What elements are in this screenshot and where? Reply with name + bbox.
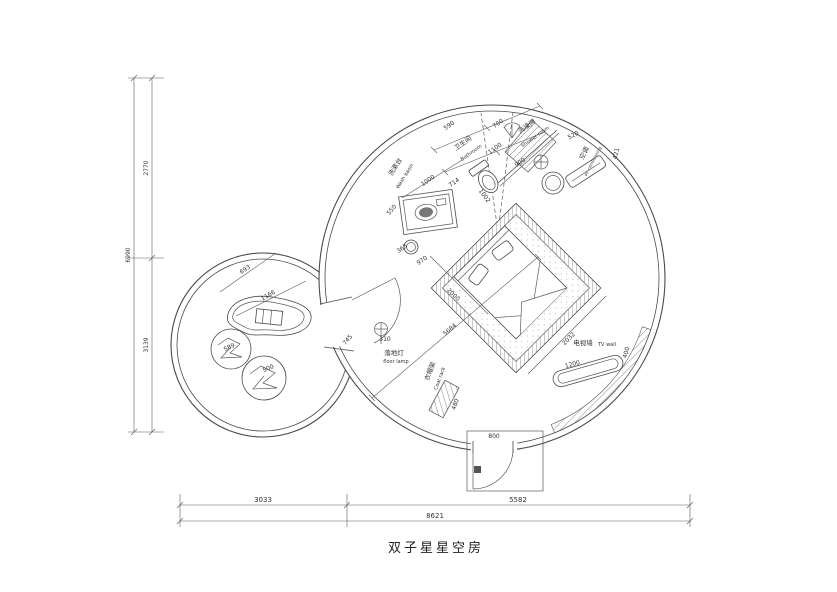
shower-head-icon bbox=[503, 122, 521, 139]
dim-1200: 1200 bbox=[564, 359, 581, 370]
dim-tick bbox=[686, 517, 694, 525]
entry-door bbox=[466, 430, 544, 492]
dim-tick bbox=[368, 394, 376, 402]
headboard bbox=[453, 225, 510, 282]
bed-dimension-lines bbox=[368, 253, 607, 402]
sink-drain bbox=[419, 207, 433, 218]
small-room-furniture bbox=[210, 252, 312, 401]
dim-480: 480 bbox=[450, 398, 461, 411]
bed-platform bbox=[430, 202, 602, 374]
dim-tick bbox=[148, 428, 156, 436]
dim-tick bbox=[541, 128, 549, 136]
dim-589: 589 bbox=[223, 342, 237, 353]
table-tray bbox=[254, 308, 284, 326]
dim-tick bbox=[176, 517, 184, 525]
door-swing-passage bbox=[373, 277, 401, 344]
dim-tick bbox=[130, 74, 138, 82]
dim-3033: 3033 bbox=[254, 496, 272, 504]
dim-tick bbox=[534, 253, 542, 261]
floor-lamp bbox=[374, 322, 388, 344]
dim-2770: 2770 bbox=[143, 160, 150, 175]
wall-opening-mask bbox=[311, 301, 357, 347]
passage-wall-top bbox=[319, 296, 353, 305]
dim-tick bbox=[686, 501, 694, 509]
air-conditioner bbox=[565, 155, 607, 188]
round-side-table bbox=[541, 171, 565, 195]
counter-inner bbox=[402, 193, 454, 231]
dim-800: 800 bbox=[488, 433, 500, 440]
passage-wall-bottom bbox=[323, 346, 355, 352]
label-tvwall-cn: 电视墙 bbox=[573, 338, 593, 347]
sink-bowl bbox=[414, 203, 438, 221]
left-dimensions: 2770 3139 6990 bbox=[125, 74, 164, 436]
dim-tick bbox=[441, 168, 449, 176]
room-junction-passage bbox=[311, 277, 401, 352]
dim-3139: 3139 bbox=[143, 337, 150, 352]
pillow bbox=[491, 240, 514, 261]
toilet-tank bbox=[468, 159, 489, 177]
kidney-table-inner bbox=[232, 300, 305, 331]
small-round-room bbox=[170, 252, 356, 438]
tv-cabinet bbox=[552, 354, 624, 388]
door-opening-mask bbox=[471, 440, 517, 454]
dim-tick bbox=[148, 74, 156, 82]
lounge-chair-1 bbox=[210, 328, 252, 370]
dim-tick bbox=[536, 102, 544, 110]
lounge-chair-2 bbox=[241, 355, 287, 401]
dim-tick bbox=[343, 501, 351, 509]
dim-tick bbox=[430, 146, 438, 154]
faucet bbox=[435, 198, 447, 207]
dim-6990: 6990 bbox=[125, 247, 132, 262]
top-dimension-chain bbox=[401, 102, 549, 199]
floor-lamp-icon bbox=[374, 322, 388, 336]
dashed-line bbox=[497, 111, 514, 233]
chair-texture bbox=[249, 365, 278, 390]
coat-rack bbox=[428, 379, 460, 419]
dim-tick bbox=[493, 148, 501, 156]
dim-310: 310 bbox=[379, 336, 391, 343]
floor-drain-icon bbox=[533, 154, 549, 170]
dim-tick bbox=[176, 501, 184, 509]
label-floorlamp-cn: 落地灯 bbox=[384, 348, 404, 357]
drawing-title: 双子星星空房 bbox=[388, 540, 484, 556]
dim-tick bbox=[483, 124, 491, 132]
dim-400: 400 bbox=[622, 346, 632, 359]
door-leaf-passage bbox=[351, 277, 396, 301]
tv-wall-zone bbox=[550, 326, 652, 434]
label-floorlamp-en: floor lamp bbox=[383, 359, 408, 365]
ac-unit bbox=[565, 155, 607, 188]
dim-8621: 8621 bbox=[426, 512, 444, 520]
dim-tick bbox=[148, 254, 156, 262]
label-tvwall-en: TV wall bbox=[597, 342, 616, 348]
bottom-dimensions: 3033 5582 8621 bbox=[176, 494, 694, 527]
door-stop bbox=[474, 466, 481, 473]
dim-421: 421 bbox=[612, 147, 621, 160]
entry-porch bbox=[466, 430, 544, 492]
door-swing-arc bbox=[472, 448, 514, 490]
wash-basin-counter bbox=[398, 188, 458, 236]
dim-500: 500 bbox=[262, 363, 276, 374]
pillow bbox=[468, 263, 489, 286]
bathroom-zone bbox=[398, 102, 607, 255]
dim-5582: 5582 bbox=[509, 496, 527, 504]
dim-tick bbox=[130, 428, 138, 436]
chair-texture bbox=[217, 337, 243, 359]
toilet-bowl bbox=[477, 170, 499, 194]
dim-520: 520 bbox=[567, 130, 581, 142]
toilet bbox=[468, 159, 499, 194]
small-stool bbox=[403, 239, 419, 255]
